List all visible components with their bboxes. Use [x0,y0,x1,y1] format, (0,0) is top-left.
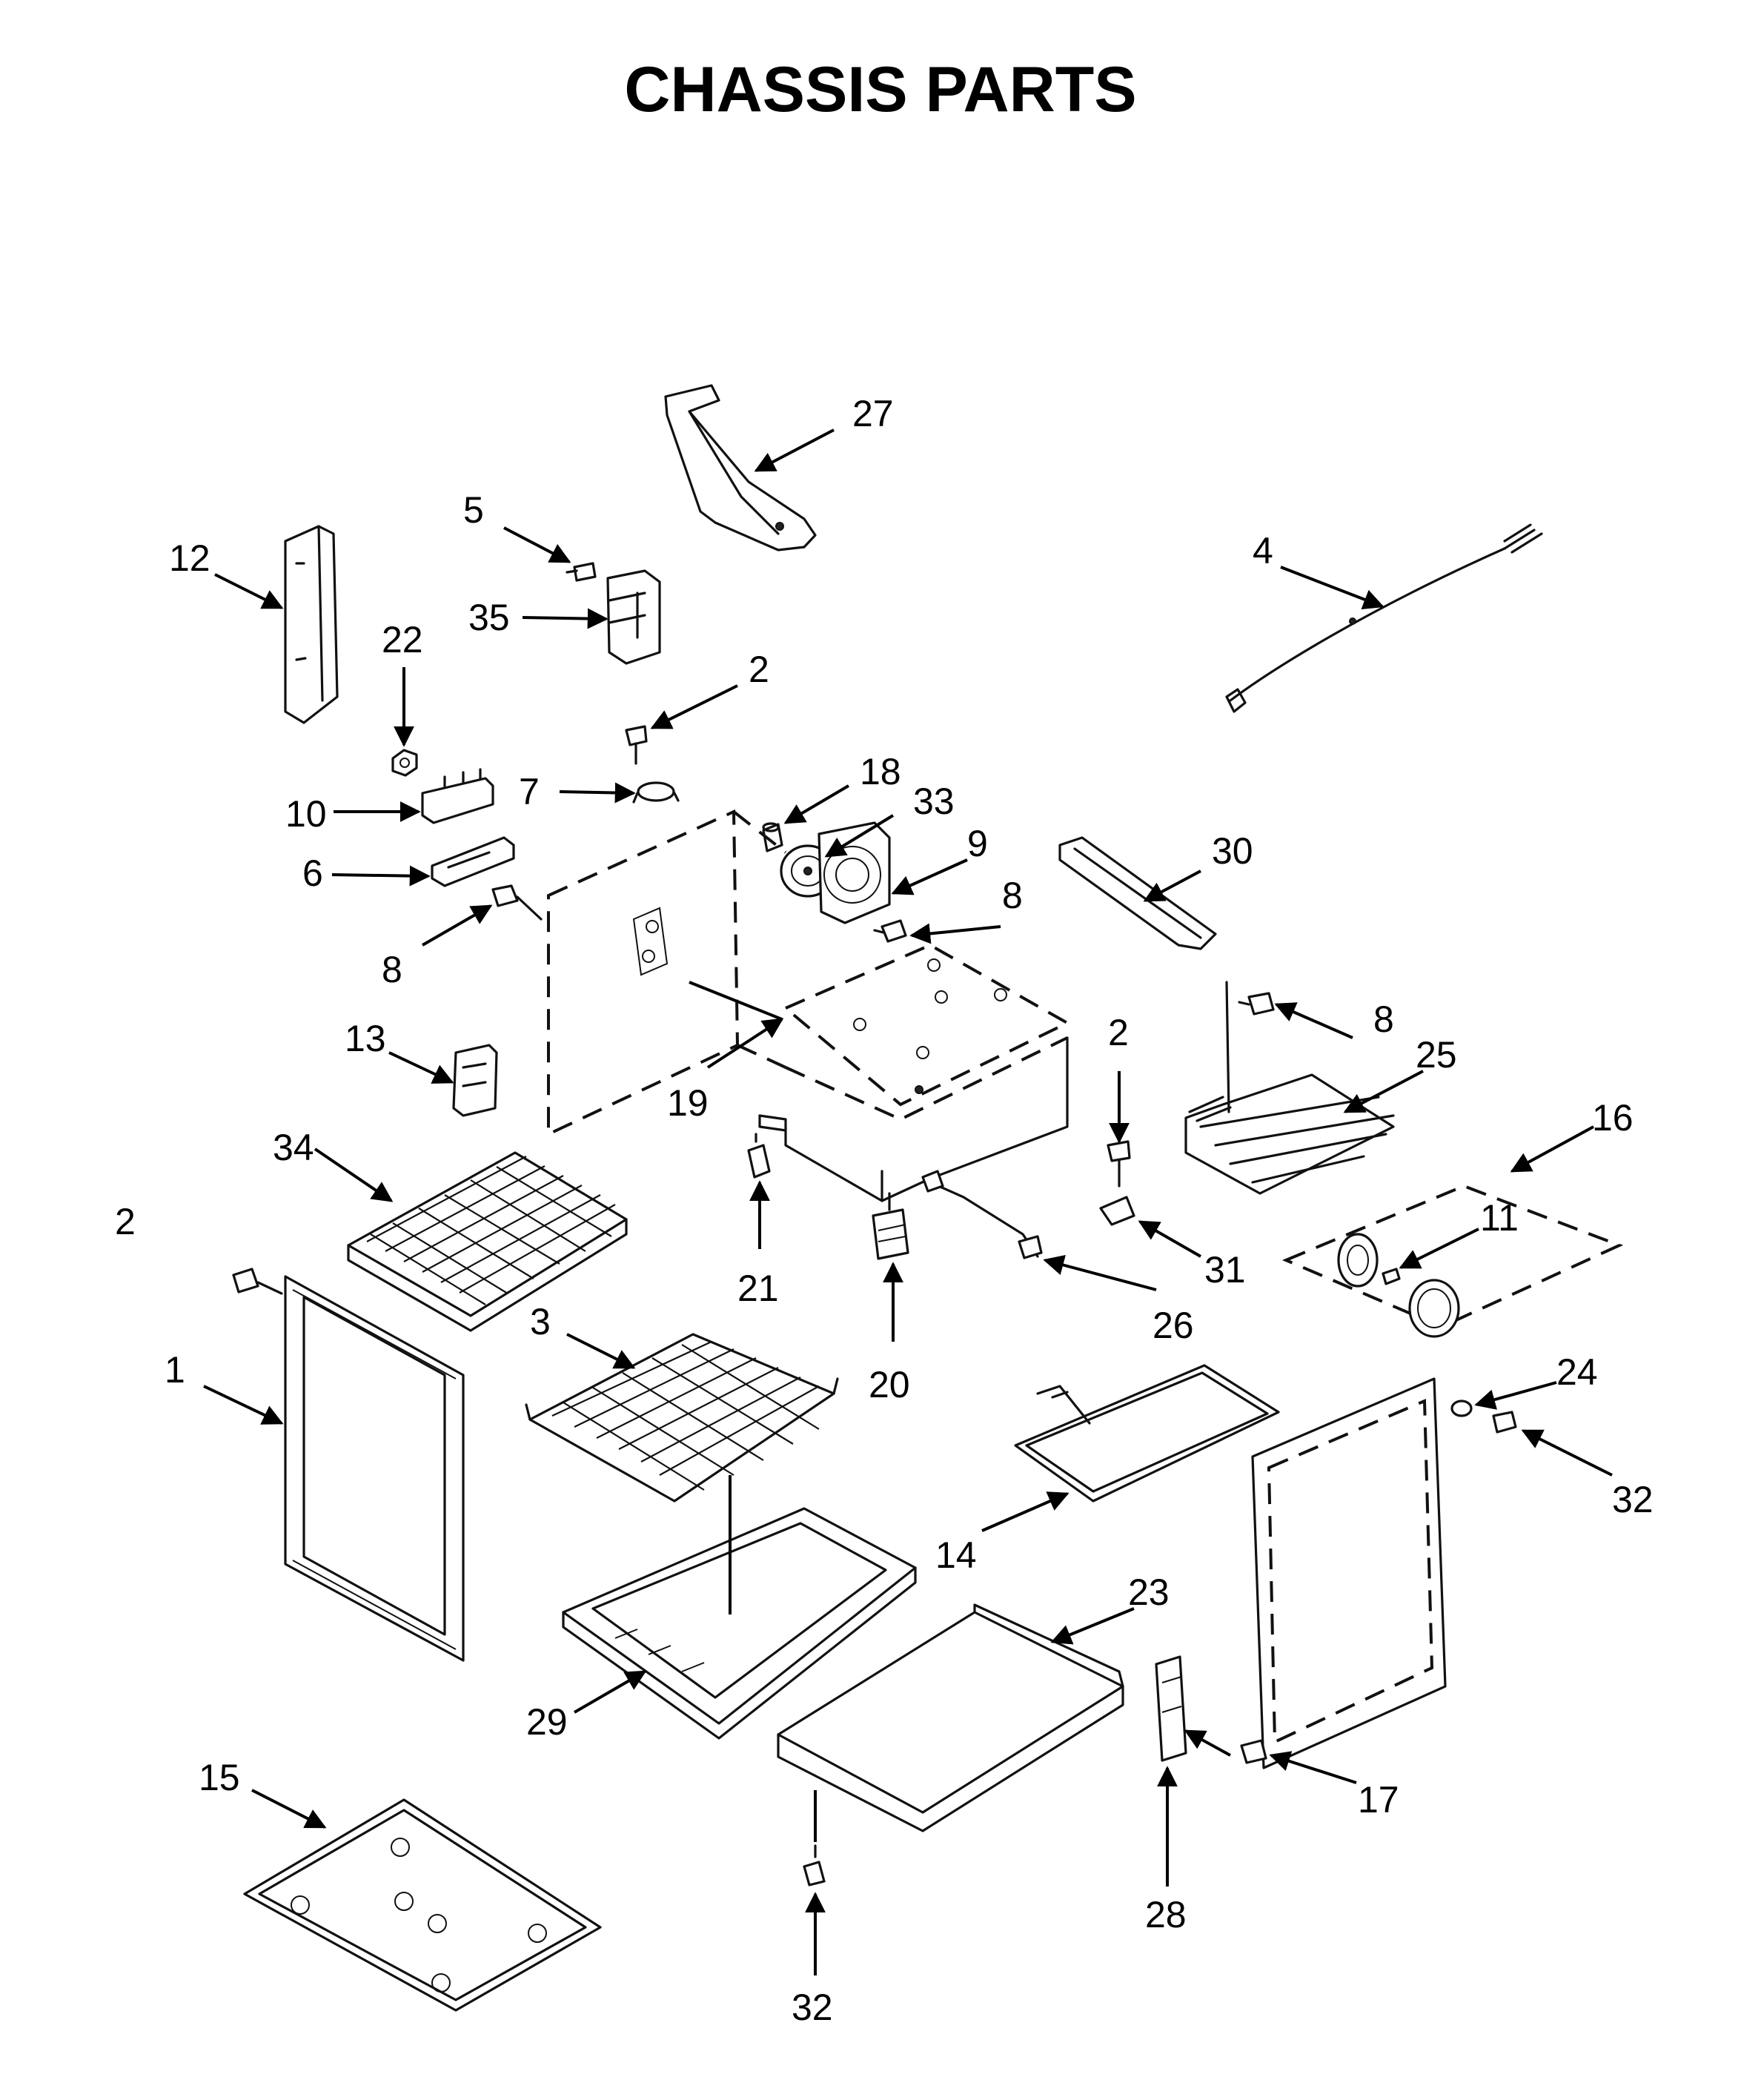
part-16-kit-box [1281,1184,1624,1329]
callout-8-right: 8 [1373,998,1394,1040]
part-8-screw-left [491,884,543,921]
callout-11: 11 [1480,1197,1519,1239]
callout-7: 7 [519,771,540,812]
part-2-screw-left [232,1268,283,1295]
part-11-knob-assembly [1337,1233,1460,1338]
part-15-bottom-tray [243,1798,602,2012]
part-22-nut [391,749,418,777]
part-10-terminal-block [421,768,494,824]
part-3-oven-rack [525,1333,839,1503]
part-8-screw-right [1225,981,1275,1113]
part-2-screw-middle [1107,1140,1131,1188]
part-35-hinge-block [606,569,661,665]
callout-16: 16 [1592,1097,1634,1139]
callout-5: 5 [463,489,484,531]
callout-2-left: 2 [115,1201,136,1242]
part-32-screw-bottom [803,1844,826,1887]
part-13-bracket [452,1044,498,1117]
part-27-vent-duct [664,384,817,552]
callout-28: 28 [1145,1894,1187,1935]
part-1-door-frame [284,1275,465,1662]
leader-lines [203,428,1613,1975]
callout-2-top: 2 [749,649,769,690]
callout-13: 13 [345,1018,386,1059]
callout-8-left: 8 [382,949,402,990]
callout-31: 31 [1204,1249,1246,1291]
callout-1: 1 [165,1349,185,1391]
callout-26: 26 [1153,1305,1194,1346]
callout-10: 10 [285,793,327,835]
part-23-storage-drawer [777,1603,1124,1832]
callout-17: 17 [1358,1779,1399,1821]
callout-15: 15 [199,1757,240,1798]
part-26-oven-sensor [921,1170,1043,1259]
part-19-oven-cavity [547,809,1071,1137]
callout-3: 3 [530,1301,551,1342]
callout-18: 18 [860,751,901,792]
callout-6: 6 [302,852,323,894]
callout-27: 27 [852,393,894,434]
callout-30: 30 [1212,830,1253,872]
callout-14: 14 [935,1534,977,1576]
part-18-spacer [762,822,783,852]
callout-32-bottom: 32 [792,1987,833,2028]
part-24-bushing [1450,1400,1473,1417]
callout-35: 35 [468,597,510,638]
part-6-bracket [431,836,515,887]
part-5-screw [566,562,597,582]
callout-34: 34 [273,1127,314,1168]
part-34-oven-rack [347,1151,628,1332]
callout-19: 19 [667,1082,709,1124]
callout-21: 21 [737,1268,779,1309]
callout-29: 29 [526,1701,568,1743]
part-4-power-cord [1225,523,1543,713]
part-back-panel [1251,1377,1447,1769]
part-7-clip [632,781,680,804]
part-28-switch-bracket [1155,1655,1187,1762]
part-21-glide [747,1133,771,1179]
part-14-broil-element [1014,1364,1280,1503]
part-8-screw-fan [873,919,907,943]
callout-labels: 27 5 35 12 4 22 2 10 7 18 33 9 30 6 8 8 … [115,393,1654,2028]
part-19-lower-housing [758,1036,1069,1202]
callout-24: 24 [1556,1351,1598,1393]
callout-9: 9 [967,823,988,864]
part-17-screw [1240,1739,1267,1764]
callout-8-fan: 8 [1002,875,1023,916]
part-32-screw-right [1492,1411,1517,1434]
callout-12: 12 [169,537,210,579]
callout-32-right: 32 [1612,1479,1654,1520]
callout-33: 33 [913,781,955,822]
callout-25: 25 [1416,1034,1457,1076]
diagram-title: CHASSIS PARTS [624,54,1136,125]
part-2-screw-top [625,725,648,765]
part-25-bake-element [1184,1073,1395,1195]
callout-2-middle: 2 [1108,1012,1129,1053]
part-30-element-bracket [1058,836,1217,950]
callout-20: 20 [869,1364,910,1405]
callout-23: 23 [1128,1571,1170,1613]
callout-22: 22 [382,619,423,660]
callout-4: 4 [1253,530,1273,572]
part-20-leveling-leg [872,1192,909,1260]
part-12-side-trim [284,525,339,724]
part-31-bracket [1099,1196,1135,1226]
